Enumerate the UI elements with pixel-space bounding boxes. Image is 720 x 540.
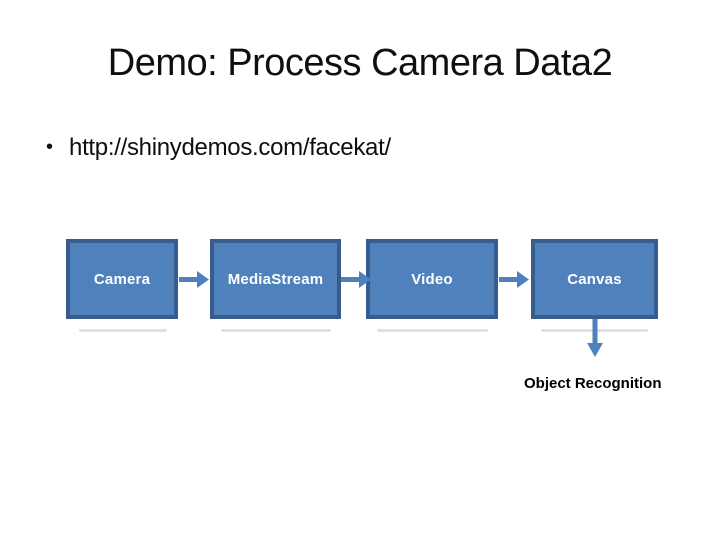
flow-box-canvas-label: Canvas — [567, 270, 622, 288]
flow-box-mediastream: MediaStream — [210, 239, 341, 319]
box-reflection — [221, 329, 331, 332]
arrow-right-icon — [341, 271, 371, 288]
diagram-caption: Object Recognition — [524, 375, 662, 392]
flow-box-video-label: Video — [411, 270, 453, 288]
arrow-down-icon — [587, 319, 603, 357]
slide-title: Demo: Process Camera Data2 — [107, 42, 613, 84]
box-reflection — [79, 329, 167, 332]
arrow-right-icon — [499, 271, 529, 288]
box-reflection — [377, 329, 488, 332]
bullet-marker: • — [46, 136, 54, 158]
flow-box-video: Video — [366, 239, 498, 319]
arrow-right-icon — [179, 271, 209, 288]
bullet-line: • http://shinydemos.com/facekat/ — [46, 134, 391, 162]
flow-box-mediastream-label: MediaStream — [227, 270, 324, 288]
flow-box-camera-label: Camera — [93, 270, 151, 288]
flow-box-canvas: Canvas — [531, 239, 658, 319]
url-text: http://shinydemos.com/facekat/ — [69, 134, 391, 161]
flow-box-camera: Camera — [66, 239, 178, 319]
